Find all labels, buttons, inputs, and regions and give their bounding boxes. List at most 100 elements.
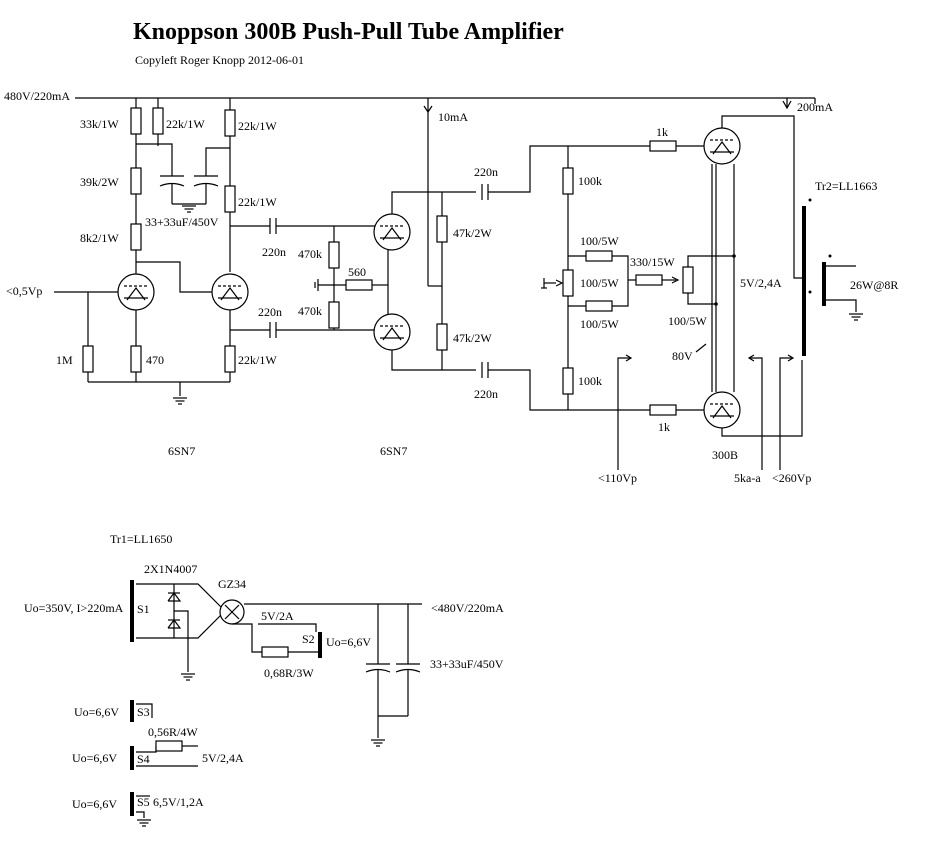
resistor-100k-1 — [562, 167, 574, 195]
resistor-330 — [635, 274, 663, 286]
amplifier-section: 480V/220mA 33k/1W 22k/1W 22k/1W 33+33uF/… — [4, 89, 898, 485]
resistor-100-2-label: 100/5W — [580, 276, 619, 290]
rectifier-label: GZ34 — [218, 577, 246, 591]
resistor-8k2 — [130, 223, 142, 251]
resistor-22k-a — [152, 107, 164, 135]
cap-33-label: 33+33uF/450V — [145, 215, 219, 229]
driver-triode-2 — [373, 313, 411, 351]
s4-spec-label: Uo=6,6V — [72, 751, 117, 765]
supply-label: 480V/220mA — [4, 89, 70, 103]
resistor-47k-1 — [436, 215, 448, 243]
resistor-1k-2-label: 1k — [658, 420, 670, 434]
diodes-label: 2X1N4007 — [144, 562, 197, 576]
resistor-470k-2-label: 470k — [298, 304, 322, 318]
s5-output-label: 6,5V/1,2A — [153, 795, 204, 809]
resistor-33k — [130, 107, 142, 135]
resistor-100-3-label: 100/5W — [580, 317, 619, 331]
diode — [167, 592, 182, 602]
diagram-subtitle: Copyleft Roger Knopp 2012-06-01 — [135, 53, 304, 67]
cap-220n-4-label: 220n — [474, 387, 498, 401]
resistor-056 — [155, 740, 183, 752]
input-label: <0,5Vp — [6, 284, 42, 298]
resistor-470k-2 — [328, 301, 340, 329]
resistor-22k-c-label: 22k/1W — [238, 195, 277, 209]
cap-220n-2-label: 220n — [258, 305, 282, 319]
cap-220n-3-label: 220n — [474, 165, 498, 179]
resistor-39k — [130, 167, 142, 195]
resistor-100k-2-label: 100k — [578, 374, 602, 388]
s5-spec-label: Uo=6,6V — [72, 797, 117, 811]
resistor-1k-1 — [649, 140, 677, 152]
bias-potentiometer[interactable] — [562, 269, 574, 297]
power-supply-section: Tr1=LL1650 2X1N4007 S1 Uo=350V, I>220mA … — [24, 532, 504, 827]
resistor-470-label: 470 — [146, 353, 164, 367]
resistor-47k-2-label: 47k/2W — [453, 331, 492, 345]
resistor-470k-1 — [328, 241, 340, 269]
input-triode-2 — [211, 273, 249, 311]
output-tube-300b-1 — [703, 127, 741, 165]
resistor-47k-2 — [436, 323, 448, 351]
s4-output-label: 5V/2,4A — [202, 751, 244, 765]
resistor-068 — [261, 646, 289, 658]
psu-output-label: <480V/220mA — [431, 601, 504, 615]
resistor-47k-1-label: 47k/2W — [453, 226, 492, 240]
voltage-5ka-label: 5ka-a — [734, 471, 761, 485]
resistor-1k-1-label: 1k — [656, 125, 668, 139]
diode — [167, 619, 182, 629]
transformer-tr1-label: Tr1=LL1650 — [110, 532, 172, 546]
current-200ma-label: 200mA — [797, 100, 833, 114]
s3-spec-label: Uo=6,6V — [74, 705, 119, 719]
resistor-22k-d-label: 22k/1W — [238, 353, 277, 367]
output-power-label: 26W@8R — [850, 278, 898, 292]
resistor-22k-b-label: 22k/1W — [238, 119, 277, 133]
psu-caps-label: 33+33uF/450V — [430, 657, 504, 671]
s1-label: S1 — [137, 602, 150, 616]
resistor-056-label: 0,56R/4W — [148, 725, 198, 739]
resistor-470 — [130, 345, 142, 373]
resistor-100k-1-label: 100k — [578, 174, 602, 188]
resistor-100k-2 — [562, 367, 574, 395]
resistor-8k2-label: 8k2/1W — [80, 231, 119, 245]
resistor-22k-c — [224, 185, 236, 213]
transformer-tr2-label: Tr2=LL1663 — [815, 179, 877, 193]
s2-spec-label: Uo=6,6V — [326, 635, 371, 649]
s3-label: S3 — [137, 705, 150, 719]
resistor-100-3 — [585, 300, 613, 312]
output-tube-300b-2 — [703, 391, 741, 429]
voltage-260-label: <260Vp — [772, 471, 811, 485]
resistor-100-1-label: 100/5W — [580, 234, 619, 248]
tube-300b-label: 300B — [712, 448, 738, 462]
resistor-39k-label: 39k/2W — [80, 175, 119, 189]
resistor-100-4-label: 100/5W — [668, 314, 707, 328]
resistor-1m — [82, 345, 94, 373]
s5-label: S5 — [137, 795, 150, 809]
resistor-100-4 — [682, 266, 694, 294]
cap-220n-1-label: 220n — [262, 245, 286, 259]
resistor-100-1 — [585, 250, 613, 262]
voltage-80v-label: 80V — [672, 349, 693, 363]
resistor-560-label: 560 — [348, 265, 366, 279]
input-triode-1 — [117, 273, 155, 311]
resistor-1k-2 — [649, 404, 677, 416]
bias-voltage-label: <110Vp — [598, 471, 637, 485]
tube-6sn7-label-1: 6SN7 — [168, 444, 195, 458]
resistor-33k-label: 33k/1W — [80, 117, 119, 131]
filament-label: 5V/2A — [261, 609, 294, 623]
tube-6sn7-label-2: 6SN7 — [380, 444, 407, 458]
s2-label: S2 — [302, 632, 315, 646]
driver-triode-1 — [373, 213, 411, 251]
s1-spec-label: Uo=350V, I>220mA — [24, 601, 124, 615]
resistor-22k-b — [224, 109, 236, 137]
resistor-470k-1-label: 470k — [298, 247, 322, 261]
resistor-560 — [345, 279, 373, 291]
resistor-22k-a-label: 22k/1W — [166, 117, 205, 131]
current-10ma-label: 10mA — [438, 110, 468, 124]
resistor-1m-label: 1M — [56, 353, 73, 367]
s4-label: S4 — [137, 752, 150, 766]
diagram-title: Knoppson 300B Push-Pull Tube Amplifier — [133, 19, 564, 45]
heater-label: 5V/2,4A — [740, 276, 782, 290]
resistor-22k-d — [224, 345, 236, 373]
resistor-068-label: 0,68R/3W — [264, 666, 314, 680]
resistor-330-label: 330/15W — [630, 255, 675, 269]
